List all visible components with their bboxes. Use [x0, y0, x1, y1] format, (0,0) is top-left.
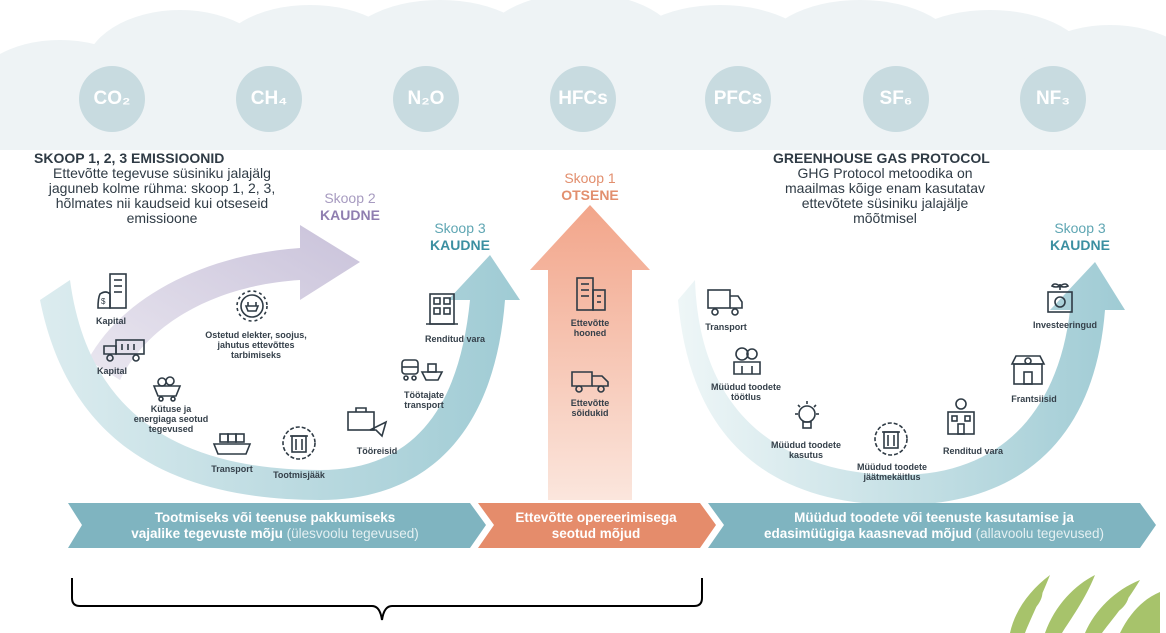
left-label-renditud: Renditud vara [424, 334, 485, 344]
bottom-banner [68, 503, 1156, 548]
office-building-icon [426, 293, 458, 325]
scope3-right-arrow [678, 262, 1125, 505]
right-block-title: GREENHOUSE GAS PROTOCOL [773, 150, 990, 166]
left-label-transport: Transport [211, 464, 253, 474]
right-label-tootlus: Müüdud toodete töötlus [711, 382, 781, 402]
right-label-transport: Transport [705, 322, 747, 332]
briefcase-plane-icon [347, 407, 388, 438]
coal-cart-icon [152, 376, 182, 402]
gas-ch4: CH₄ [236, 66, 302, 132]
right-label-investeeringud: Investeeringud [1032, 320, 1097, 330]
left-block-text: Ettevõtte tegevuse süsiniku jalajälg jag… [48, 165, 276, 226]
center-label-hooned: Ettevõtte hooned [570, 318, 610, 338]
banner-downstream: Müüdud toodete või teenuste kasutamise j… [764, 510, 1104, 541]
lightbulb-icon [795, 401, 819, 429]
gas-sf6: SF₆ [863, 66, 929, 132]
svg-text:$: $ [101, 297, 106, 306]
gas-n2o: N₂O [393, 66, 459, 132]
gas-hfcs: HFCs [550, 66, 616, 132]
gear-plug-icon [236, 290, 268, 322]
left-label-kytus: Kütuse ja energiaga seotud tegevused [133, 404, 209, 434]
gas-nf3: NF₃ [1020, 66, 1086, 132]
scope1-label: Skoop 1 OTSENE [561, 170, 619, 203]
scope3-right-label: Skoop 3 KAUDNE [1050, 220, 1110, 253]
money-bag-building-icon: $ [97, 273, 127, 309]
scope3-left-label: Skoop 3 KAUDNE [430, 220, 490, 253]
right-label-kasutus: Müüdud toodete kasutus [771, 440, 841, 460]
left-label-kapital-1: Kapital [95, 316, 126, 326]
center-label-soidukid: Ettevõtte sõidukid [570, 398, 610, 418]
recycling-bin-icon [874, 422, 908, 456]
company-vehicle-icon [571, 371, 609, 393]
train-ship-icon [401, 359, 444, 381]
right-label-renditud: Renditud vara [942, 446, 1003, 456]
factory-gears-icon [733, 347, 761, 375]
storefront-icon [1010, 355, 1046, 385]
right-label-jaatme: Müüdud toodete jäätmekäitlus [857, 462, 927, 482]
money-plant-icon [1047, 283, 1073, 313]
ship-containers-icon [212, 433, 252, 455]
banner-upstream: Tootmiseks või teenuse pakkumiseks vajal… [131, 510, 419, 541]
left-block-title: SKOOP 1, 2, 3 EMISSIOONID [34, 150, 225, 166]
gas-co2: CO₂ [79, 66, 145, 132]
truck-icon [103, 339, 145, 362]
bracket [71, 578, 703, 621]
gas-pfcs: PFCs [705, 66, 771, 132]
left-label-ostetud: Ostetud elekter, soojus, jahutus ettevõt… [205, 330, 307, 360]
scope2-label: Skoop 2 KAUDNE [320, 190, 380, 223]
banner-operations: Ettevõtte opereerimisega seotud mõjud [515, 510, 677, 541]
waste-bin-icon [282, 426, 316, 460]
wheat-decoration [1010, 575, 1160, 633]
rented-building-icon [947, 398, 975, 435]
scope1-arrow [530, 205, 650, 500]
left-label-kapital-2: Kapital [96, 366, 127, 376]
right-label-frantsiisid: Frantsiisid [1011, 394, 1057, 404]
delivery-truck-icon [707, 289, 743, 316]
scope3-left-arrow [40, 255, 520, 500]
left-label-tootajate: Töötajate transport [403, 390, 444, 410]
right-block-text: GHG Protocol metoodika on maailmas kõige… [785, 165, 985, 226]
scope2-arrow [88, 225, 360, 380]
left-label-tooreisid: Tööreisid [356, 446, 398, 456]
company-buildings-icon [576, 277, 606, 311]
left-label-tootmisjaak: Tootmisjääk [273, 470, 325, 480]
